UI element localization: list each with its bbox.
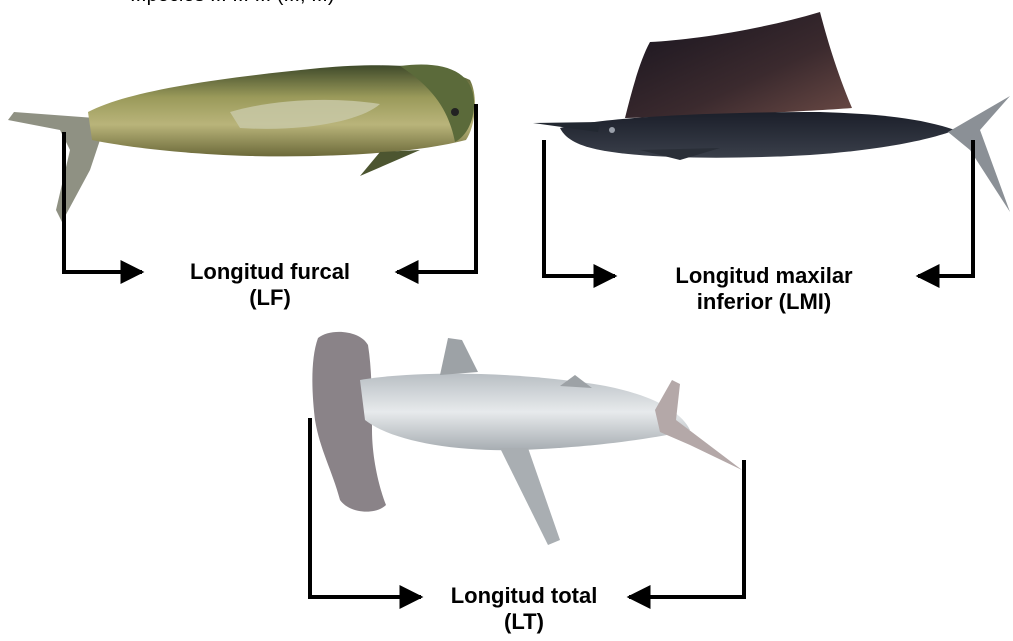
hammerhead-tail xyxy=(655,380,742,470)
dolphinfish-photo xyxy=(8,64,475,222)
lt-label-line2: (LT) xyxy=(426,609,622,635)
hammerhead-shark-photo xyxy=(312,332,742,545)
sailfish-eye xyxy=(609,127,615,133)
lf-label: Longitud furcal (LF) xyxy=(150,259,390,311)
lt-label: Longitud total (LT) xyxy=(426,583,622,635)
dolphinfish-pectoral-fin xyxy=(360,150,420,176)
sailfish-body xyxy=(560,112,955,158)
hammerhead-body xyxy=(360,374,690,451)
dolphinfish-tail xyxy=(8,112,100,222)
hammerhead-dorsal-fin xyxy=(440,338,478,375)
lmi-label-line2: inferior (LMI) xyxy=(618,289,910,315)
lmi-label: Longitud maxilar inferior (LMI) xyxy=(618,263,910,315)
lf-label-line1: Longitud furcal xyxy=(150,259,390,285)
hammerhead-pectoral-fin xyxy=(500,448,560,545)
sailfish-tail xyxy=(948,96,1010,212)
lmi-bracket xyxy=(542,140,975,276)
lmi-label-line1: Longitud maxilar xyxy=(618,263,910,289)
dolphinfish-eye xyxy=(451,108,459,116)
sailfish-dorsal-sail xyxy=(625,12,852,118)
lt-label-line1: Longitud total xyxy=(426,583,622,609)
sailfish-photo xyxy=(533,12,1010,212)
lf-label-line2: (LF) xyxy=(150,285,390,311)
